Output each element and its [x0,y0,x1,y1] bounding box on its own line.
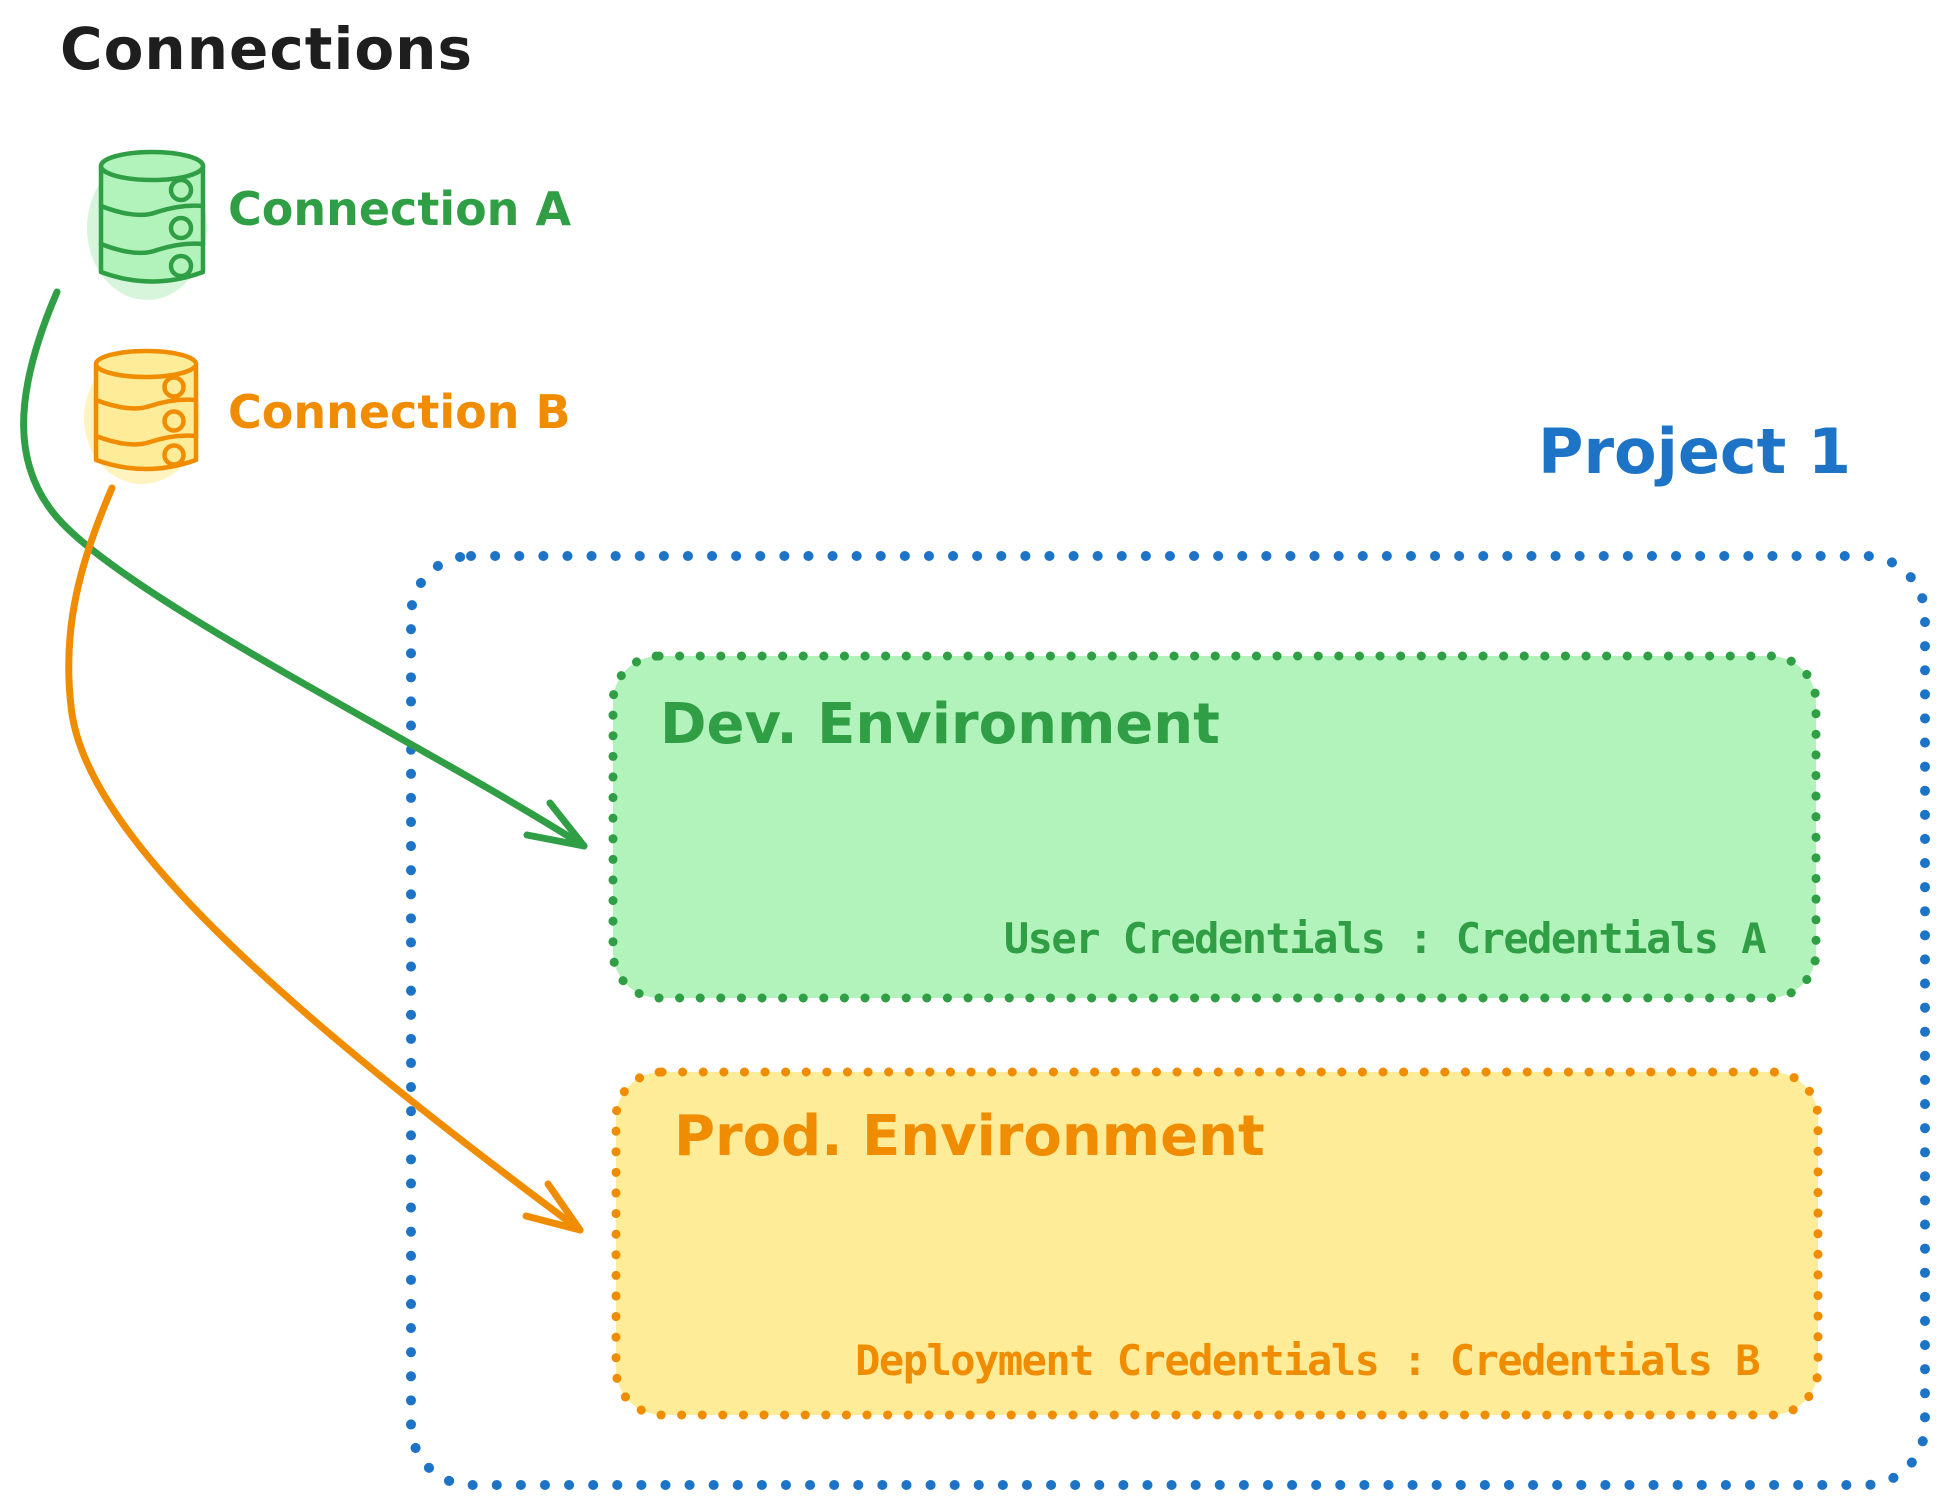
prod-credentials-label: Deployment Credentials : Credentials B [855,1336,1760,1385]
diagram-title: Connections [60,15,473,83]
connection-b-label: Connection B [228,385,571,439]
connection-a-to-dev-arrow [20,288,588,850]
dev-credentials-label: User Credentials : Credentials A [1003,914,1767,963]
dev-environment-box [608,651,1821,1003]
project-title: Project 1 [1538,415,1852,488]
prod-environment-title: Prod. Environment [674,1104,1265,1169]
project-box [406,551,1930,1490]
connection-b-to-prod-arrow [65,484,584,1234]
connection-a-label: Connection A [228,182,572,236]
arrowhead-icon [522,1180,584,1234]
arrowhead-icon [523,799,588,850]
dev-environment-title: Dev. Environment [660,692,1220,757]
prod-environment-box [611,1067,1823,1420]
database-icon [87,149,207,300]
database-icon [84,348,200,484]
